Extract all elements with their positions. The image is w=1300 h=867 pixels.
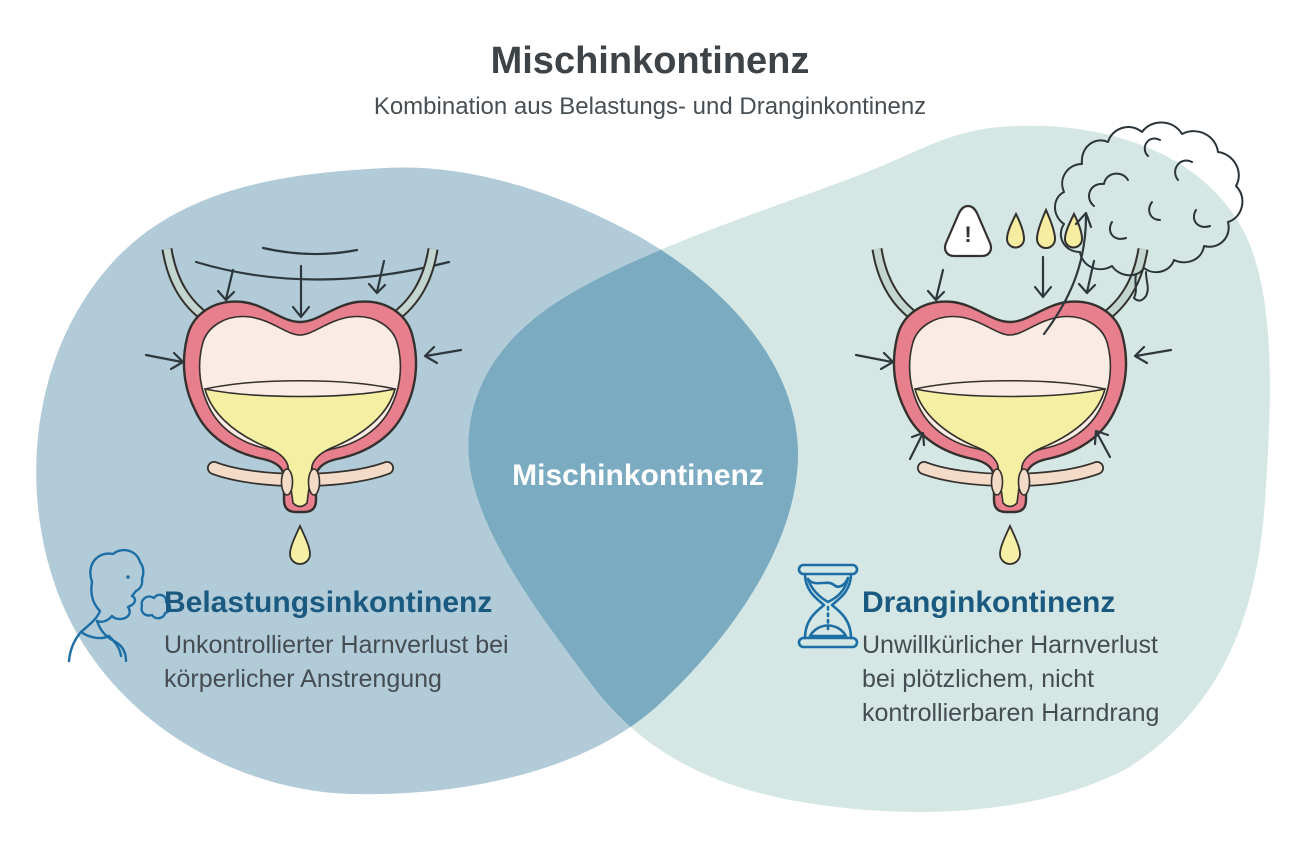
hourglass-icon (797, 563, 859, 649)
page-subtitle: Kombination aus Belastungs- und Drangink… (373, 93, 927, 120)
stress-bladder-illustration (146, 248, 461, 564)
contraction-arrows (908, 429, 1112, 461)
urge-arrow-middle (1033, 255, 1053, 299)
urge-incontinence-description-line: Unwillkürlicher Harnverlust (862, 631, 1158, 659)
stress-incontinence-heading: Belastungsinkontinenz (164, 586, 493, 619)
coughing-person-icon (67, 548, 172, 663)
urge-incontinence-section: Dranginkontinenz Unwillkürlicher Harnver… (862, 586, 1159, 730)
urge-incontinence-description-line: bei plötzlichem, nicht (862, 665, 1095, 693)
stress-incontinence-description-line: Unkontrollierter Harnverlust bei (164, 631, 509, 659)
urge-bladder-illustration (856, 121, 1244, 564)
overlap-label: Mischinkontinenz (512, 459, 764, 492)
pressure-arcs (194, 246, 451, 281)
urine-drops-icon (1005, 207, 1084, 249)
page-title: Mischinkontinenz (490, 40, 810, 82)
stress-incontinence-section: Belastungsinkontinenz Unkontrollierter H… (164, 586, 509, 696)
urge-incontinence-description-line: kontrollierbaren Harndrang (862, 699, 1160, 727)
urge-incontinence-heading: Dranginkontinenz (862, 586, 1116, 619)
pressure-arrow-middle (291, 264, 311, 319)
stress-incontinence-description-line: körperlicher Anstrengung (164, 665, 442, 693)
brain-icon (1054, 121, 1244, 302)
warning-triangle-icon (943, 204, 993, 258)
brain-signal-arrow (1042, 211, 1093, 336)
warning-exclamation: ! (964, 222, 972, 247)
